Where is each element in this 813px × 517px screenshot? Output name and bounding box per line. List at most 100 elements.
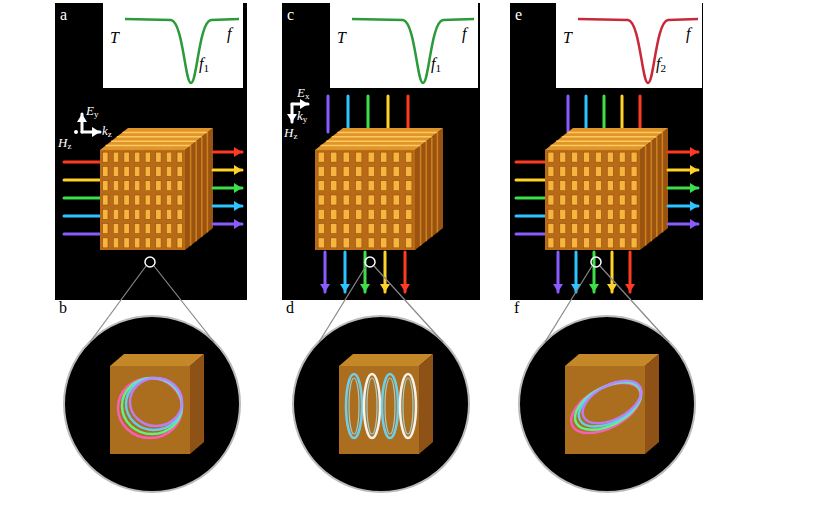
cube-front [545,150,640,250]
resonator-bar [560,195,566,205]
resonator-bar [135,224,140,234]
resonator-row [321,145,421,147]
resonator-bar [595,195,601,205]
resonator-bar [607,152,613,162]
current-loop [118,378,182,438]
resonator-bar [318,195,324,205]
resonator-bar [548,238,554,248]
arrow-head [553,284,563,292]
resonator-bar [318,152,324,162]
resonator-row [551,145,646,147]
arrow-head [690,165,698,175]
field-label: Ex [297,86,310,101]
resonator-row [567,132,662,134]
current-loop [572,372,649,436]
resonator-bar [318,238,324,248]
panel-letter: b [59,299,67,317]
panel-letter: c [287,6,294,24]
resonator-bar [331,152,337,162]
axis-title: f [686,25,690,43]
field-label: kz [102,124,112,139]
resonator-bar [145,181,150,191]
zoom-view: f [510,297,703,512]
resonator-bar [145,152,150,162]
resonator-bar [572,238,578,248]
zoom-line [374,266,443,342]
resonator-bar [595,209,601,219]
resonator-bar [548,181,554,191]
wave-arrow [64,215,100,218]
resonator-bar [619,238,625,248]
wave-arrow [516,215,545,218]
resonator-bar [156,195,161,205]
resonator-bar [560,166,566,176]
resonator-bar [177,152,182,162]
resonator-bar [103,195,108,205]
current-loop [385,378,395,434]
zoom-line [600,266,669,342]
resonator-row [556,140,651,142]
plot-inset [330,3,478,88]
resonator-bar [619,209,625,219]
resonator-bar [584,238,590,248]
resonator-bar [393,181,399,191]
resonator-bar [166,166,171,176]
zoom-view: d [282,297,480,512]
arrow-head [380,284,390,292]
wave-arrow [567,96,570,132]
figure-panel: cTf1f [282,3,480,300]
wave-arrow [639,96,642,132]
resonator-bar [607,181,613,191]
resonator-bar [156,181,161,191]
cube-front [100,150,185,250]
resonator-bar [113,209,118,219]
arrow-head [589,284,599,292]
arrow-head [92,127,100,137]
figure-panel: eTf2f [510,3,703,300]
arrow-head [234,165,242,175]
resonator-bar [103,166,108,176]
resonator-bar [343,195,349,205]
resonator-bar [584,209,590,219]
resonator-bar [607,209,613,219]
wave-arrow [407,96,410,132]
wave-arrow [516,161,545,164]
resonator-bar [124,224,129,234]
resonator-bar [145,224,150,234]
resonator-row [117,136,202,138]
resonator-bar [113,224,118,234]
transmission-curve [578,19,698,83]
arrow-head [690,183,698,193]
resonator-bar [356,181,362,191]
resonator-bar [331,195,337,205]
transmission-curve [125,19,239,83]
wave-arrow [64,161,100,164]
panel-ground [282,3,480,300]
resonator-bar [135,166,140,176]
resonator-bar [631,166,637,176]
resonator-bar [381,195,387,205]
resonator-bar [156,224,161,234]
resonator-bar [124,181,129,191]
resonator-bar [631,224,637,234]
zoom-line [154,266,214,342]
wave-arrow [516,179,545,182]
resonator-bar [135,152,140,162]
current-loop [382,374,398,438]
cube-top [315,128,443,150]
resonator-bar [560,238,566,248]
resonator-bar [343,209,349,219]
resonator-bar [584,152,590,162]
axis-title: T [337,29,346,47]
resonator-bar [368,181,374,191]
axis-title: T [110,29,119,47]
resonator-bar [166,224,171,234]
resonator-row [122,132,207,134]
resonator-bar [368,209,374,219]
field-label: Ey [86,104,99,119]
resonator-bar [103,224,108,234]
cell-side [190,354,204,454]
resonator-bar [607,224,613,234]
